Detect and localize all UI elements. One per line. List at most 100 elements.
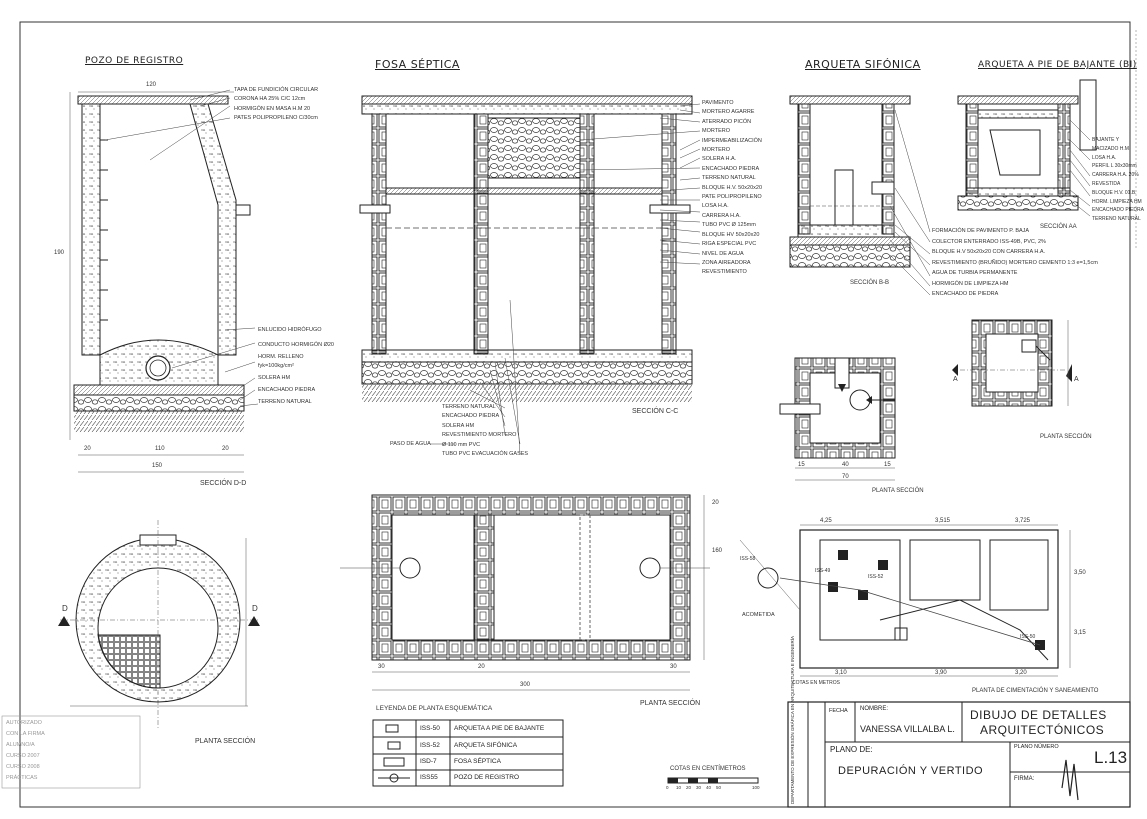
dim-cim-f: 3,20 [1015,670,1027,676]
fosa-bottom-label: TERRENO NATURAL [442,404,496,410]
scale-0: 0 [666,785,669,790]
label-paso-agua: PASO DE AGUA [390,441,431,447]
pie-label: BAJANTE Y [1092,137,1120,143]
legend-code: ISS55 [420,774,438,781]
label-pozo-section: SECCIÓN D-D [200,480,247,487]
sif-label: COLECTOR ENTERRADO ISS-49B, PVC, 2% [932,238,1046,245]
legend-title: LEYENDA DE PLANTA ESQUEMÁTICA [376,705,493,712]
legend-desc: POZO DE REGISTRO [454,774,520,781]
title-block-lines [787,701,1131,808]
cim-code-4: ISS-50 [1020,634,1036,640]
scale-100: 100 [752,785,760,790]
fosa-label: NIVEL DE AGUA [702,250,744,257]
pozo-label: SOLERA HM [258,374,291,381]
fosa-plan-drawing [340,494,710,691]
dim-cim-g: 3,50 [1074,570,1086,576]
dim-fosa-total: 300 [520,682,531,688]
sif-label: AGUA DE TURBIA PERMANENTE [932,270,1018,276]
pie-labels: BAJANTE Y MACIZADO H.M. LOSA H.A. PERFIL… [1092,136,1144,224]
label-fosa-section: SECCIÓN C-C [632,408,679,415]
title-pozo: POZO DE REGISTRO [85,56,184,66]
fosa-bottom-label: TUBO PVC EVACUACIÓN GASES [442,451,529,458]
fosa-label: IMPERMEABILIZACIÓN [702,137,762,144]
title-fosa: FOSA SÉPTICA [375,58,460,71]
title-arqueta-pie: ARQUETA A PIE DE BAJANTE (BI) [978,60,1137,70]
label-sif-section: SECCIÓN B-B [850,280,890,286]
pie-plan-drawing [952,319,1072,407]
pie-label: HORM. LIMPIEZA HM [1092,198,1142,205]
cim-code-1: ISS-58 [740,556,756,562]
label-fosa-plan: PLANTA SECCIÓN [640,700,701,707]
pozo-label: TERRENO NATURAL [258,398,312,405]
dim-fosa-c: 30 [670,664,677,670]
fosa-label: TUBO PVC Ø 125mm [702,222,756,229]
dim-pozo-total: 150 [152,463,163,469]
tb-nombre: VANESSA VILLALBA L. [860,724,955,734]
sif-labels: FORMACIÓN DE PAVIMENTO P. BAJA COLECTOR … [932,226,1098,300]
fosa-label: ATERRADO PICÓN [702,118,752,125]
fosa-labels: PAVIMENTO MORTERO AGARRE ATERRADO PICÓN … [702,99,762,278]
fosa-label: ENCACHADO PIEDRA [702,165,760,172]
dim-fosa-a: 30 [378,664,385,670]
pozo-label: TAPA DE FUNDICIÓN CIRCULAR [234,87,319,93]
stamp-line: CURSO 2007 [6,753,40,759]
scale-bar [667,777,759,784]
stamp-line: CON LA FIRMA [6,731,45,737]
dim-fosa-h2: 20 [712,500,719,506]
fosa-label: MORTERO [702,128,731,135]
pie-label: CARRERA H.A. 20% [1092,172,1139,179]
dim-pozo-top: 120 [146,82,157,88]
label-cotas-cm: COTAS EN CENTÍMETROS [670,766,746,772]
pozo-label: HORM. RELLENO [258,354,304,360]
pie-label: REVESTIDA [1092,180,1121,187]
legend-desc: ARQUETA SIFÓNICA [454,742,518,749]
label-pie-section: SECCIÓN AA [1040,224,1077,230]
pie-label: ENCACHADO PIEDRA [1092,207,1144,214]
pie-label: BLOQUE H.V. 01.B. [1092,189,1137,196]
legend-desc: FOSA SÉPTICA [454,758,501,765]
sif-label: FORMACIÓN DE PAVIMENTO P. BAJA [932,228,1030,234]
scale-20: 20 [686,785,692,790]
stamp-line: CURSO 2008 [6,764,40,770]
fosa-section-drawing [359,95,701,455]
legend-code: ISS-52 [420,742,440,749]
sif-label: REVESTIMIENTO (BRUÑIDO) MORTERO CEMENTO … [932,259,1098,266]
pozo-label: CORONA HA 25% C/C 12cm [234,96,306,103]
scale-30: 30 [696,785,702,790]
tb-plano-numero-label: PLANO NÚMERO [1014,744,1059,750]
tb-firma-label: FIRMA: [1014,776,1035,782]
scale-50: 50 [716,785,722,790]
cimentacion-plan-drawing [739,524,1071,677]
dim-sif-c: 15 [884,462,891,468]
fosa-label: MORTERO [702,147,731,154]
pozo-label: CONDUCTO HORMIGÓN Ø20 [258,342,334,348]
marker-d1: D [62,604,68,613]
label-cimentacion: PLANTA DE CIMENTACIÓN Y SANEAMIENTO [972,688,1099,694]
pie-section-drawing [957,79,1097,217]
pie-label: MACIZADO H.M. [1092,145,1131,152]
sif-plan-drawing [779,357,896,481]
dim-cim-e: 3,90 [935,670,947,676]
tb-plano: DEPURACIÓN Y VERTIDO [838,765,984,777]
pozo-label: PATES POLIPROPILENO C/30cm [234,115,318,122]
fosa-bottom-label: Ø 110 mm PVC [442,441,481,448]
cim-code-3: ISS-52 [868,574,884,580]
fosa-label: SOLERA H.A. [702,156,737,163]
pie-label: LOSA H.A. [1092,154,1117,161]
title-arqueta-sifonica: ARQUETA SIFÓNICA [805,58,921,71]
pozo-labels: TAPA DE FUNDICIÓN CIRCULAR CORONA HA 25%… [234,86,318,124]
legend-desc: ARQUETA A PIE DE BAJANTE [454,725,545,732]
tb-plano-numero: L.13 [1094,748,1128,767]
stamp-line: AUTORIZADO [6,720,42,726]
stamp-line: PRÁCTICAS [6,775,38,781]
dim-pozo-c: 20 [222,446,229,452]
pozo-labels-lower: ENLUCIDO HIDRÓFUGO CONDUCTO HORMIGÓN Ø20… [258,323,334,408]
tb-course-line2: ARQUITECTÓNICOS [980,723,1105,737]
dim-pozo-height: 190 [54,250,65,256]
label-acometida: ACOMETIDA [742,612,775,618]
dim-fosa-b: 20 [478,664,485,670]
fosa-label: PAVIMENTO [702,100,734,106]
dim-cim-c: 3,725 [1015,518,1031,524]
label-sif-plan: PLANTA SECCIÓN [872,488,924,494]
